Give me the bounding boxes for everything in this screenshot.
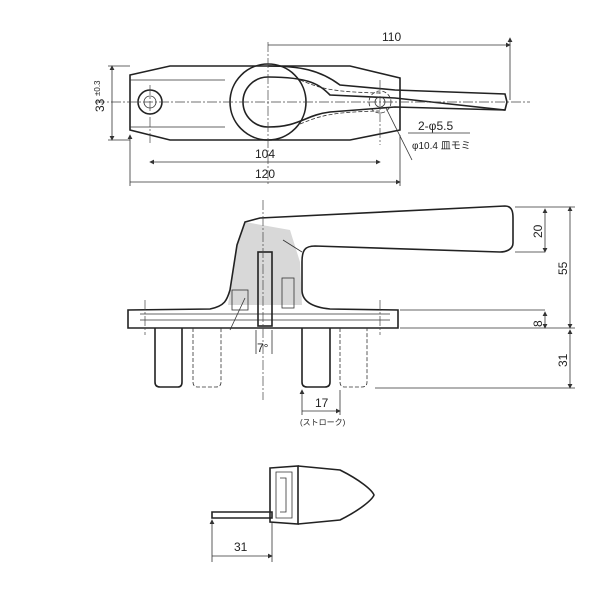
stroke-label: (ストローク) xyxy=(300,418,346,427)
dim-20: 20 xyxy=(531,224,545,238)
bottom-view: 31 xyxy=(212,465,375,562)
dim-55: 55 xyxy=(556,261,570,275)
dim-120: 120 xyxy=(255,167,275,181)
side-view: 20 55 8 31 7° 17 (ストローク) xyxy=(127,200,575,427)
dim-104: 104 xyxy=(255,147,275,161)
dim-31-hook: 31 xyxy=(556,353,570,367)
top-view: 110 33 ±0.3 104 120 2-φ5.5 φ10.4 皿モミ xyxy=(93,30,530,186)
hole-note-count: 2-φ5.5 xyxy=(418,119,453,133)
dim-8: 8 xyxy=(531,320,545,327)
dim-110: 110 xyxy=(382,30,401,44)
dim-7-degree: 7° xyxy=(257,341,269,355)
dim-17-stroke: 17 xyxy=(315,396,329,410)
dim-33-tolerance: ±0.3 xyxy=(93,80,102,96)
dim-31-rod: 31 xyxy=(234,540,248,554)
hole-note-countersink: φ10.4 皿モミ xyxy=(412,141,471,152)
dim-33: 33 xyxy=(93,98,107,112)
